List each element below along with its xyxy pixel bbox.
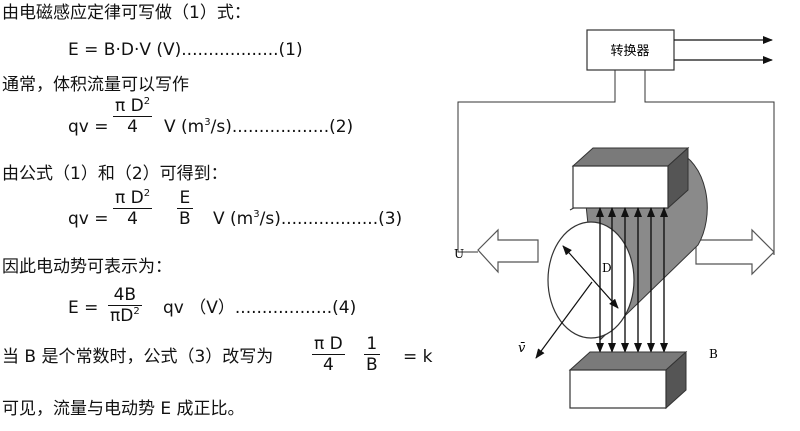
label-b: B bbox=[709, 347, 718, 361]
flowmeter-diagram: 转换器 U D v̄ B bbox=[454, 29, 775, 410]
wire-left bbox=[457, 70, 616, 253]
eqk-numerator-2: 1 bbox=[366, 334, 378, 354]
eq2-rhs-sup: 3 bbox=[204, 117, 211, 128]
label-u: U bbox=[454, 247, 464, 261]
flow-hollow-arrow bbox=[695, 228, 775, 276]
usually-text: 通常，体积流量可以写作 bbox=[2, 75, 189, 95]
eq2-lhs: qv = bbox=[68, 117, 109, 137]
eq3-numerator-2: E bbox=[179, 188, 191, 208]
eqk-fraction-1: π D 4 bbox=[312, 334, 345, 375]
eq4-denominator: πD bbox=[110, 306, 134, 326]
wire-right bbox=[644, 70, 775, 255]
pipe-cross-section bbox=[547, 221, 635, 339]
eq2-rhs-end: /s)..................(2) bbox=[210, 117, 354, 137]
eq4-lhs: E = bbox=[68, 298, 99, 318]
eq4-rhs: qv （V）..................(4) bbox=[163, 298, 357, 318]
eqk-fraction-2: 1 B bbox=[364, 334, 380, 375]
eq4-numerator: 4B bbox=[113, 285, 137, 305]
eqk-denominator-1: 4 bbox=[312, 354, 345, 375]
eq3-rhs-sup: 3 bbox=[253, 209, 260, 220]
eq3-fraction-2: E B bbox=[177, 188, 193, 229]
conclusion-text: 可见，流量与电动势 E 成正比。 bbox=[2, 399, 245, 419]
eqk-rhs: = k bbox=[403, 347, 433, 367]
eq2-numerator-sup: 2 bbox=[143, 96, 151, 107]
velocity-arrow bbox=[535, 281, 593, 359]
eq3-fraction-1: π D2 4 bbox=[113, 188, 153, 229]
label-d: D bbox=[602, 261, 612, 275]
intro-text: 由电磁感应定律可写做（1）式： bbox=[2, 3, 251, 23]
eq3-rhs-text: V (m bbox=[213, 209, 254, 229]
eq4-denominator-sup: 2 bbox=[133, 306, 140, 317]
bottom-magnet-front-face bbox=[569, 369, 667, 409]
equation-1: E = B·D·V (V)..................(1) bbox=[68, 40, 303, 60]
from-formulas-text: 由公式（1）和（2）可得到： bbox=[2, 164, 228, 184]
eq2-fraction: π D2 4 bbox=[113, 96, 153, 137]
eq4-fraction: 4B πD2 bbox=[108, 285, 142, 326]
eq3-rhs: V (m3/s)..................(3) bbox=[213, 209, 402, 229]
label-v: v̄ bbox=[518, 341, 526, 356]
top-magnet-front-face bbox=[572, 165, 669, 209]
u-hollow-arrow bbox=[477, 228, 539, 274]
eq3-denominator-2: B bbox=[177, 208, 193, 229]
eqk-denominator-2: B bbox=[364, 354, 380, 375]
eqk-numerator-1: π D bbox=[314, 334, 343, 354]
eq3-numerator-1-sup: 2 bbox=[143, 188, 151, 199]
eq3-numerator-1: π D bbox=[115, 188, 144, 208]
eq3-denominator-1: 4 bbox=[113, 208, 153, 229]
converter-label: 转换器 bbox=[610, 44, 649, 59]
therefore-emf-text: 因此电动势可表示为： bbox=[2, 257, 172, 277]
converter-box bbox=[586, 29, 675, 71]
eq3-rhs-end: /s)..................(3) bbox=[259, 209, 403, 229]
when-b-constant-text: 当 B 是个常数时，公式（3）改写为 bbox=[2, 347, 274, 367]
eq2-denominator: 4 bbox=[113, 116, 153, 137]
diameter-arrow-back bbox=[562, 245, 619, 309]
eq2-numerator: π D bbox=[115, 96, 144, 116]
eq2-rhs: V (m3/s)..................(2) bbox=[164, 117, 353, 137]
eq3-lhs: qv = bbox=[68, 209, 109, 229]
eq2-rhs-text: V (m bbox=[164, 117, 205, 137]
